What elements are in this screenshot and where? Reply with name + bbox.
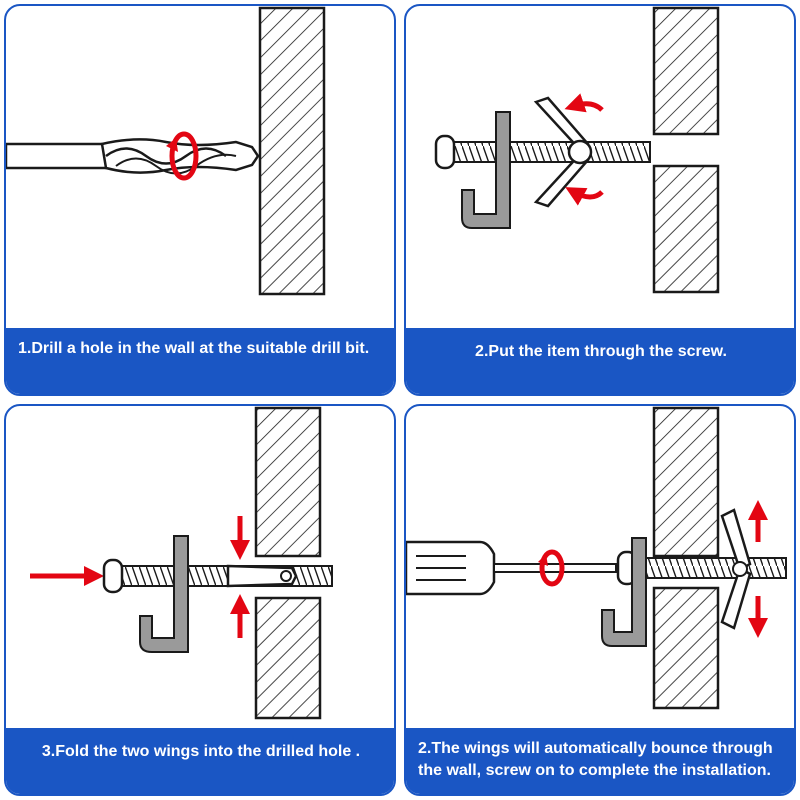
- step-4-illustration: [406, 406, 787, 710]
- hook-icon: [139, 535, 189, 653]
- drill-bit-icon: [6, 138, 260, 175]
- toggle-wing-icon: [533, 96, 593, 208]
- step-1-caption: 1.Drill a hole in the wall at the suitab…: [6, 328, 394, 394]
- wall-icon: [652, 6, 720, 294]
- step-2-panel: 2.Put the item through the screw.: [404, 4, 796, 396]
- rotation-arrow-icon: [166, 131, 199, 181]
- screw-icon: [434, 134, 651, 170]
- step-2-illustration: [434, 6, 720, 294]
- step-3-caption: 3.Fold the two wings into the drilled ho…: [6, 728, 394, 794]
- hook-icon: [461, 111, 511, 229]
- hook-icon: [601, 537, 647, 647]
- rotation-arrow-icon: [564, 93, 604, 206]
- toggle-wing-icon: [226, 564, 298, 588]
- step-3-panel: 3.Fold the two wings into the drilled ho…: [4, 404, 396, 796]
- wall-icon: [652, 406, 720, 710]
- step-4-caption: 2.The wings will automatically bounce th…: [406, 728, 794, 794]
- push-arrow-icon: [30, 516, 250, 638]
- toggle-wing-icon: [720, 508, 752, 630]
- screw-icon: [102, 558, 333, 594]
- screwdriver-icon: [406, 540, 617, 596]
- step-1-illustration: [6, 6, 326, 296]
- step-4-panel: 2.The wings will automatically bounce th…: [404, 404, 796, 796]
- rotation-arrow-icon: [538, 549, 565, 587]
- wall-icon: [258, 6, 326, 296]
- step-3-illustration: [30, 406, 333, 720]
- step-1-panel: 1.Drill a hole in the wall at the suitab…: [4, 4, 396, 396]
- step-2-caption: 2.Put the item through the screw.: [406, 328, 794, 394]
- wall-icon: [254, 406, 322, 720]
